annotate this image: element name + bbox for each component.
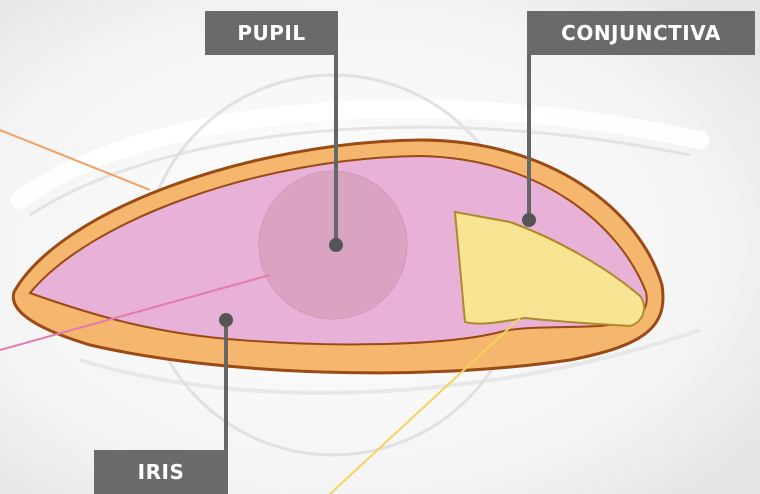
conjunctiva-pointer-dot <box>522 213 536 227</box>
conjunctiva-label: CONJUNCTIVA <box>527 11 755 55</box>
pupil-label: PUPIL <box>205 11 338 55</box>
iris-pointer-dot <box>219 313 233 327</box>
iris-label: IRIS <box>94 450 228 494</box>
pupil-pointer-dot <box>329 238 343 252</box>
